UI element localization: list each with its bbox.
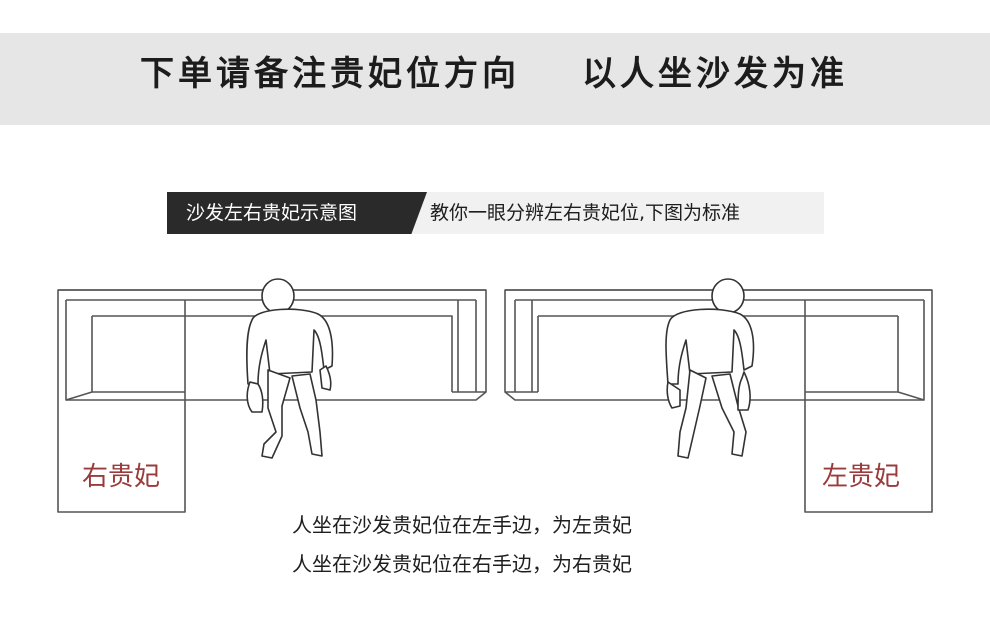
- subheader-description: 教你一眼分辨左右贵妃位,下图为标准: [430, 202, 741, 224]
- caption-line-1: 人坐在沙发贵妃位在左手边，为左贵妃: [292, 513, 632, 537]
- seated-person-icon-2: [665, 278, 755, 459]
- subheader-tag-label: 沙发左右贵妃示意图: [186, 202, 358, 224]
- subheader-tag: [167, 192, 427, 234]
- seated-person-icon: [246, 278, 334, 459]
- left-sofa-icon: [57, 289, 487, 513]
- right-sofa-icon: [504, 289, 933, 513]
- banner-title-left: 下单请备注贵妃位方向: [140, 54, 520, 94]
- title-banner: [0, 33, 990, 125]
- left-sofa-label: 右贵妃: [82, 462, 161, 492]
- right-sofa-label: 左贵妃: [822, 462, 901, 492]
- banner-title-right: 以人坐沙发为准: [582, 54, 848, 94]
- caption-line-2: 人坐在沙发贵妃位在右手边，为右贵妃: [292, 552, 632, 576]
